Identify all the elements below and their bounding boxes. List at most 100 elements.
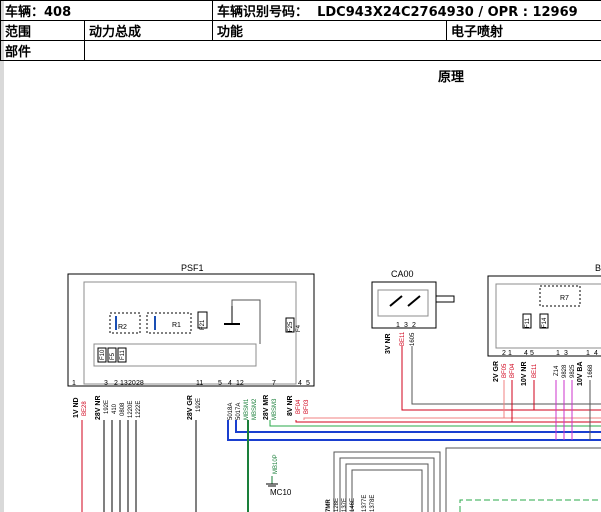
ca00-wire-red [401,346,601,411]
right-pin-5: 5 [530,350,534,357]
fuse-f14-right [539,313,549,329]
right-box-wire-lines [503,380,591,440]
bottom-wire-codes: 7MR 128E 137E 146E 1377E 1378E [326,495,376,512]
bottom-wire-137e: 137E [342,498,348,512]
psf1-pin-13: 13 [120,380,128,387]
psf1-conn-label-5: 8V NR [287,395,294,416]
fuse-f21 [197,311,208,329]
vin-value: LDC943X24C2764930 / OPR : 12969 [317,5,578,20]
wire-0808: 0808 [120,402,126,416]
diagram-title: 原理 [438,70,465,85]
right-wire-1668: 1668 [588,364,594,378]
psf1-pin-4b: 4 [298,380,302,387]
psf1-pin-row: 1 3 2 13 20 28 11 5 4 12 7 4 5 [72,380,310,387]
relay-r1 [146,312,192,334]
right-box-wires: BF05 BF04 BE11 Z14 9828 9825 1668 [502,363,594,378]
wire-410: 410 [112,403,118,414]
fuse-f14-right-label: F14 [542,317,548,328]
nested-wire-2 [339,457,435,512]
bottom-wire-1377e: 1377E [362,495,368,512]
fuse-f11-right [522,313,532,329]
right-pin-1c: 1 [586,350,590,357]
left-gutter [0,0,4,512]
psf1-bus-bar [93,343,257,367]
right-box-name: B [595,263,601,273]
psf1-pin-11: 11 [196,380,203,387]
wire-1222e: 1222E [136,401,142,418]
fuse-f11-right-label: F11 [525,317,531,328]
fuse-f21-label: F21 [200,319,206,330]
right-wire-bf04: BF04 [510,363,516,378]
right-pin-4: 4 [524,350,528,357]
ca00-wire-dark [411,346,601,405]
psf1-conn-label-4: 28V MR [263,395,270,420]
vin-cell: 车辆识别号码： LDC943X24C2764930 / OPR : 12969 [212,0,601,21]
fuse-f5-label: F5 [110,352,116,360]
relay-r1-label: R1 [172,322,181,329]
right-wire-9825: 9825 [570,364,576,378]
header-row-vehicle: 车辆：408 车辆识别号码： LDC943X24C2764930 / OPR :… [0,0,601,21]
wire-line-green-2 [269,420,601,427]
wire-line-blue-1 [227,420,601,441]
wire-192e-a: 192E [104,400,110,414]
fuse-f11 [117,347,127,363]
scope-value: 动力总成 [83,20,214,41]
right-box-conn-labels: 2V GR 10V NR 10V BA [493,361,584,386]
psf1-conn-label-1: 1V ND [73,397,80,418]
ground-wire-label: MB10P [273,454,279,474]
wire-bf03: BF03 [304,399,310,414]
fuse-f10 [97,347,107,363]
psf1-pin-3: 3 [104,380,108,387]
psf1-pin-20: 20 [128,380,136,387]
fuse-f5 [107,347,117,363]
header-table: 车辆：408 车辆识别号码： LDC943X24C2764930 / OPR :… [0,0,601,61]
wire-mbsm2: MBSM2 [252,398,258,420]
right-box-pins: 2 1 4 5 1 3 1 4 [502,350,598,357]
right-box-inner [495,283,601,349]
psf1-name: PSF1 [181,263,204,273]
bottom-wire-7mr: 7MR [326,499,332,512]
wire-line-pink-1 [303,417,601,420]
fuse-f25-label: F25 [288,321,294,332]
vin-label: 车辆识别号码： [217,5,309,20]
wire-line-blue-2 [235,420,601,433]
right-pin-1: 1 [508,350,512,357]
right-pin-2: 2 [502,350,506,357]
fuse-f25 [285,317,295,333]
ca00-pin-2: 2 [412,322,416,329]
wire-1220e: 1220E [128,401,134,418]
wire-be28: BE28 [82,401,88,416]
psf1-internal-wire [231,299,261,344]
relay-r2-label: R2 [118,324,127,331]
wire-192e-b: 192E [196,398,202,412]
relay-r2 [109,312,141,334]
relay-r7 [539,285,581,307]
psf1-pin-4: 4 [228,380,232,387]
right-conn-label-1: 2V GR [493,361,500,382]
ignition-key-icon [435,295,455,303]
wire-mbsm3: MBSM3 [272,398,278,420]
nested-wire-3 [345,463,429,512]
right-wire-z14: Z14 [554,365,560,376]
psf1-pin-7: 7 [272,380,276,387]
psf1-wires [81,417,601,512]
wire-bf04: BF04 [296,399,302,414]
psf1-conn-label-2: 28V NR [95,395,102,420]
right-pin-1b: 1 [556,350,560,357]
right-wire-bf05: BF05 [502,363,508,378]
right-conn-label-2: 10V NR [521,361,528,386]
fuse-f10-label: F10 [100,349,106,360]
ca00-conn-label: 3V NR [385,333,392,354]
ca00-name: CA00 [391,269,414,279]
right-box [487,275,601,357]
psf1-inner-frame [83,281,297,385]
psf1-pin-12: 12 [236,380,244,387]
right-wire-9828: 9828 [562,364,568,378]
psf1-pin-5b: 5 [306,380,310,387]
bottom-wire-146e: 146E [350,498,356,512]
bottom-nested-wires [333,447,601,512]
ca00-wire-1605: 1605 [410,332,416,346]
ground-name: MC10 [270,488,292,497]
wire-line-red-2 [295,420,601,423]
fuse-f4-label: F4 [296,324,302,332]
